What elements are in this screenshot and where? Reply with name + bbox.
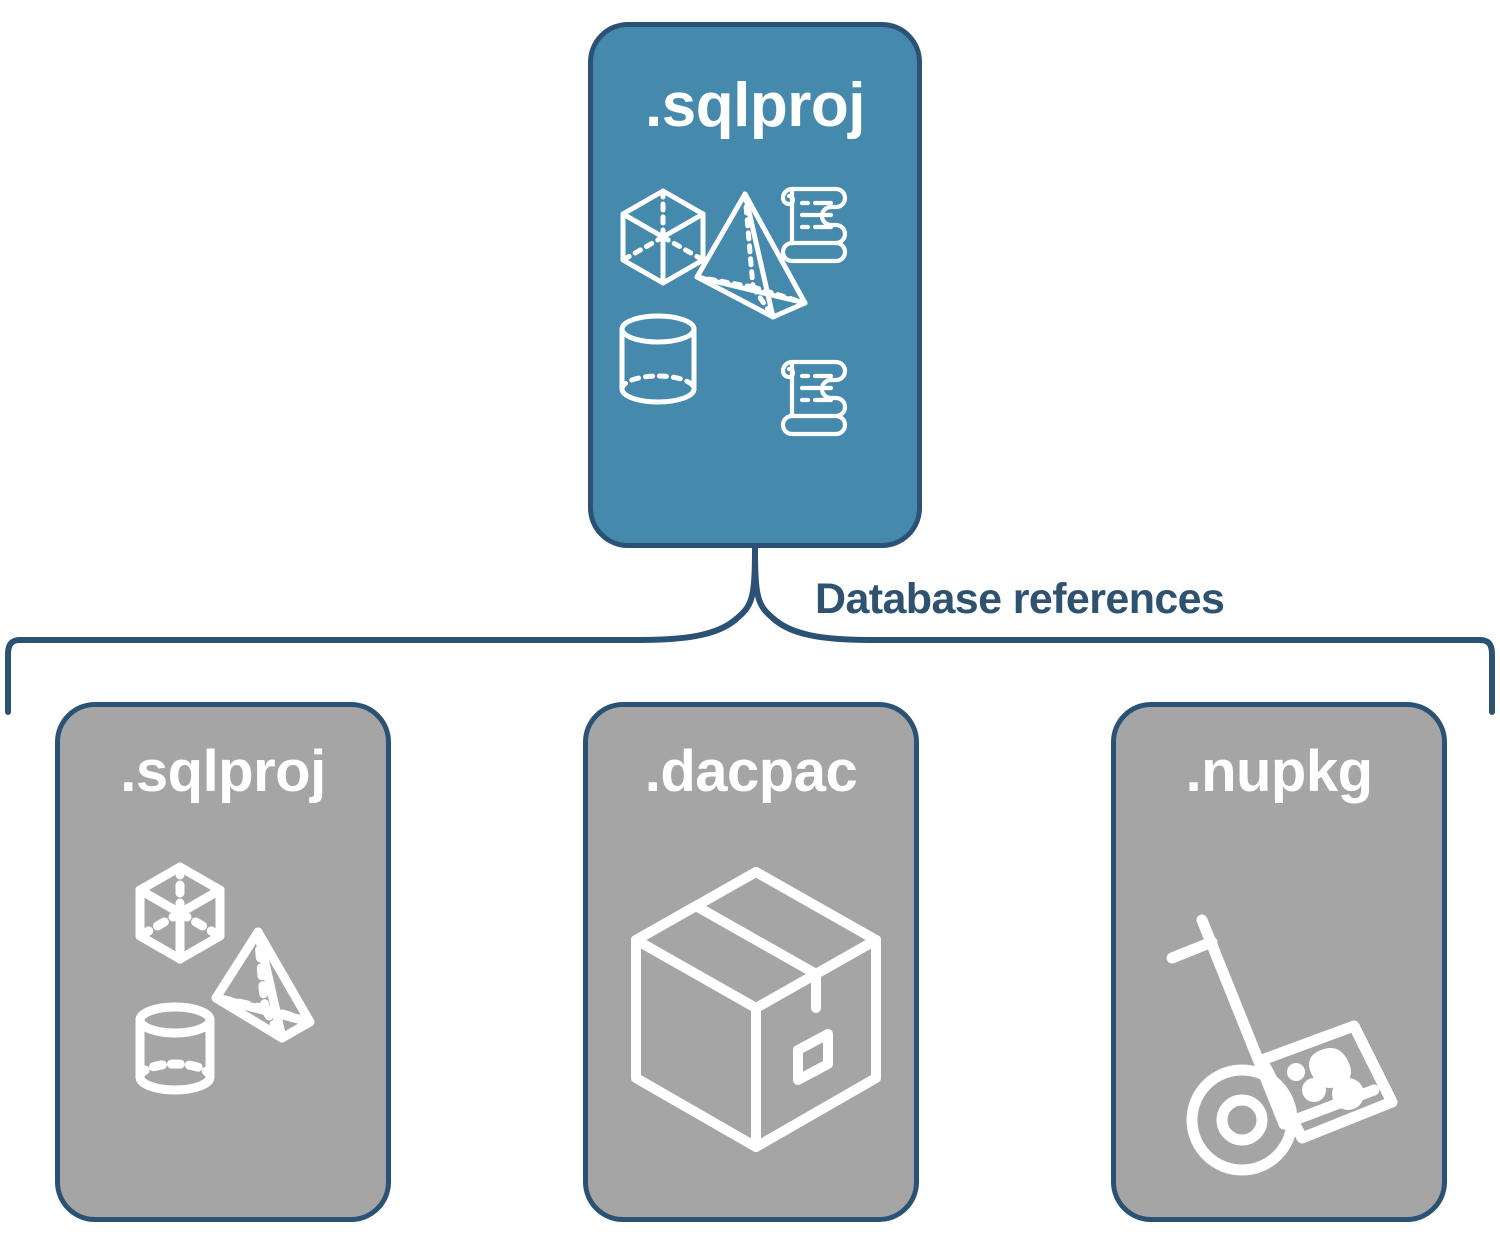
root-card-icon-group — [619, 186, 848, 437]
reference-card-dacpac[interactable]: .dacpac — [583, 702, 919, 1222]
scroll-icon — [780, 186, 848, 264]
cube-icon — [620, 188, 706, 286]
reference-card-nupkg[interactable]: .nupkg — [1111, 702, 1447, 1222]
nuget-package-dots — [1287, 1048, 1364, 1110]
hand-truck-icon — [1166, 914, 1380, 1176]
sqlproj-icon-group — [135, 862, 315, 1095]
reference-card-title: .sqlproj — [120, 739, 326, 804]
database-references-brace — [5, 545, 1495, 715]
reference-card-title: .nupkg — [1185, 739, 1373, 804]
pyramid-icon — [211, 927, 315, 1043]
nuget-package-icon — [1256, 1020, 1398, 1144]
package-box-icon — [631, 867, 881, 1152]
connector-label: Database references — [815, 575, 1225, 623]
cylinder-icon — [135, 1002, 215, 1095]
root-card-title: .sqlproj — [645, 71, 865, 140]
scroll-icon — [780, 359, 848, 437]
nupkg-icon-group — [1166, 914, 1398, 1176]
cylinder-icon — [619, 313, 697, 405]
reference-card-sqlproj[interactable]: .sqlproj — [55, 702, 391, 1222]
cube-icon — [135, 862, 225, 964]
dacpac-icon-group — [631, 867, 881, 1152]
root-sqlproj-card[interactable]: .sqlproj — [588, 22, 922, 548]
reference-card-title: .dacpac — [644, 739, 858, 804]
pyramid-icon — [694, 191, 808, 320]
